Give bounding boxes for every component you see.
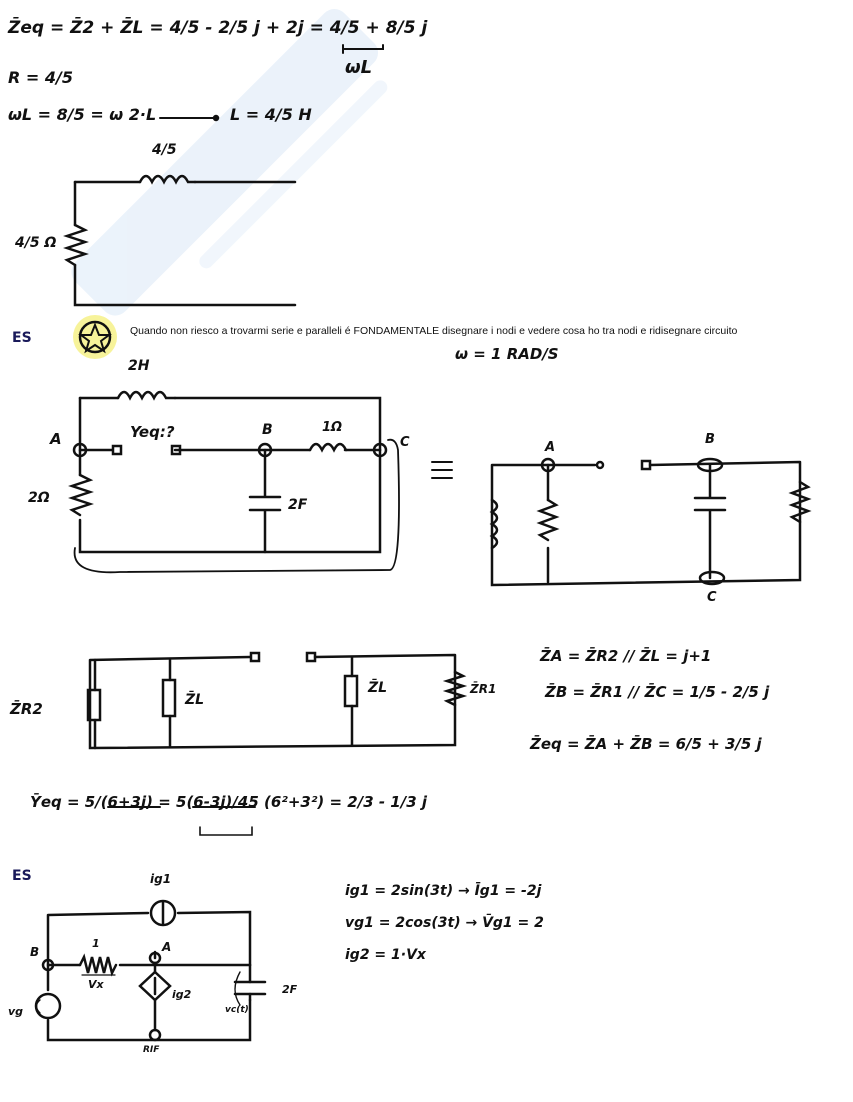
node-b-label: B	[262, 422, 273, 438]
equation-yeq: Ȳeq = 5/(6+3j) = 5(6-3j)/45 (6²+3²) = 2/…	[30, 793, 428, 811]
circuit-3	[34, 899, 267, 1042]
yeq-label: Yeq:?	[130, 423, 175, 441]
equation-l: L = 4/5 H	[230, 105, 312, 124]
node-b-label-3: B	[30, 945, 40, 959]
note-text: Quando non riesco a trovarmi serie e par…	[130, 325, 738, 337]
r-label: 1	[92, 937, 100, 950]
circuit-2-left	[68, 390, 453, 574]
rif-label: RIF	[143, 1045, 160, 1055]
node-a-label-2: A	[545, 440, 556, 455]
z-l-label: Z̄L	[185, 692, 205, 708]
z-l-label-2: Z̄L	[368, 680, 388, 696]
equation-zb: Z̄B = Z̄R1 // Z̄C = 1/5 - 2/5 j	[545, 683, 770, 701]
circuit-2-right	[489, 457, 812, 587]
node-c-label-2: C	[707, 590, 717, 605]
equation-zeq-2: Z̄eq = Z̄A + Z̄B = 6/5 + 3/5 j	[530, 735, 762, 753]
c-label: 2F	[288, 497, 308, 513]
vx-label: Vx	[88, 978, 104, 991]
inductor-2h-label: 2H	[128, 358, 150, 374]
equation-ig1: ig1 = 2sin(3t) → Īg1 = -2j	[345, 883, 542, 899]
z-r2-label: Z̄R2	[10, 700, 43, 718]
vc-label: vc(t)	[225, 1005, 249, 1015]
node-a-label-3: A	[162, 940, 172, 954]
z-r1-label: Z̄R1	[470, 682, 497, 696]
es-label-1: ES	[12, 330, 32, 346]
r2-label: 2Ω	[28, 490, 50, 506]
circuit-2-blocks	[86, 651, 468, 750]
resistor-label: 4/5 Ω	[15, 235, 57, 251]
node-c-label: C	[400, 435, 410, 450]
ig1-label: ig1	[150, 872, 172, 886]
equation-za: Z̄A = Z̄R2 // Z̄L = j+1	[540, 647, 712, 665]
c-label-3: 2F	[282, 983, 298, 996]
inductor-label: 4/5	[152, 142, 177, 158]
equation-zeq: Z̄eq = Z̄2 + Z̄L = 4/5 - 2/5 j + 2j = 4/…	[8, 18, 428, 38]
equation-ig2: ig2 = 1·Vx	[345, 947, 426, 963]
omega-value: ω = 1 RAD/S	[455, 345, 559, 363]
equation-wl: ωL = 8/5 = ω 2·L	[8, 105, 157, 124]
es-label-2: ES	[12, 868, 32, 884]
node-b-label-2: B	[705, 432, 715, 447]
vg-label: vg	[8, 1005, 24, 1018]
equation-r: R = 4/5	[8, 68, 73, 87]
equation-vg1: vg1 = 2cos(3t) → V̄g1 = 2	[345, 915, 544, 931]
rl-circuit-1	[63, 44, 384, 307]
node-a-label: A	[50, 430, 62, 448]
r1-label: 1Ω	[322, 420, 343, 435]
wl-label: ωL	[345, 57, 373, 78]
ig2-label: ig2	[172, 988, 192, 1001]
